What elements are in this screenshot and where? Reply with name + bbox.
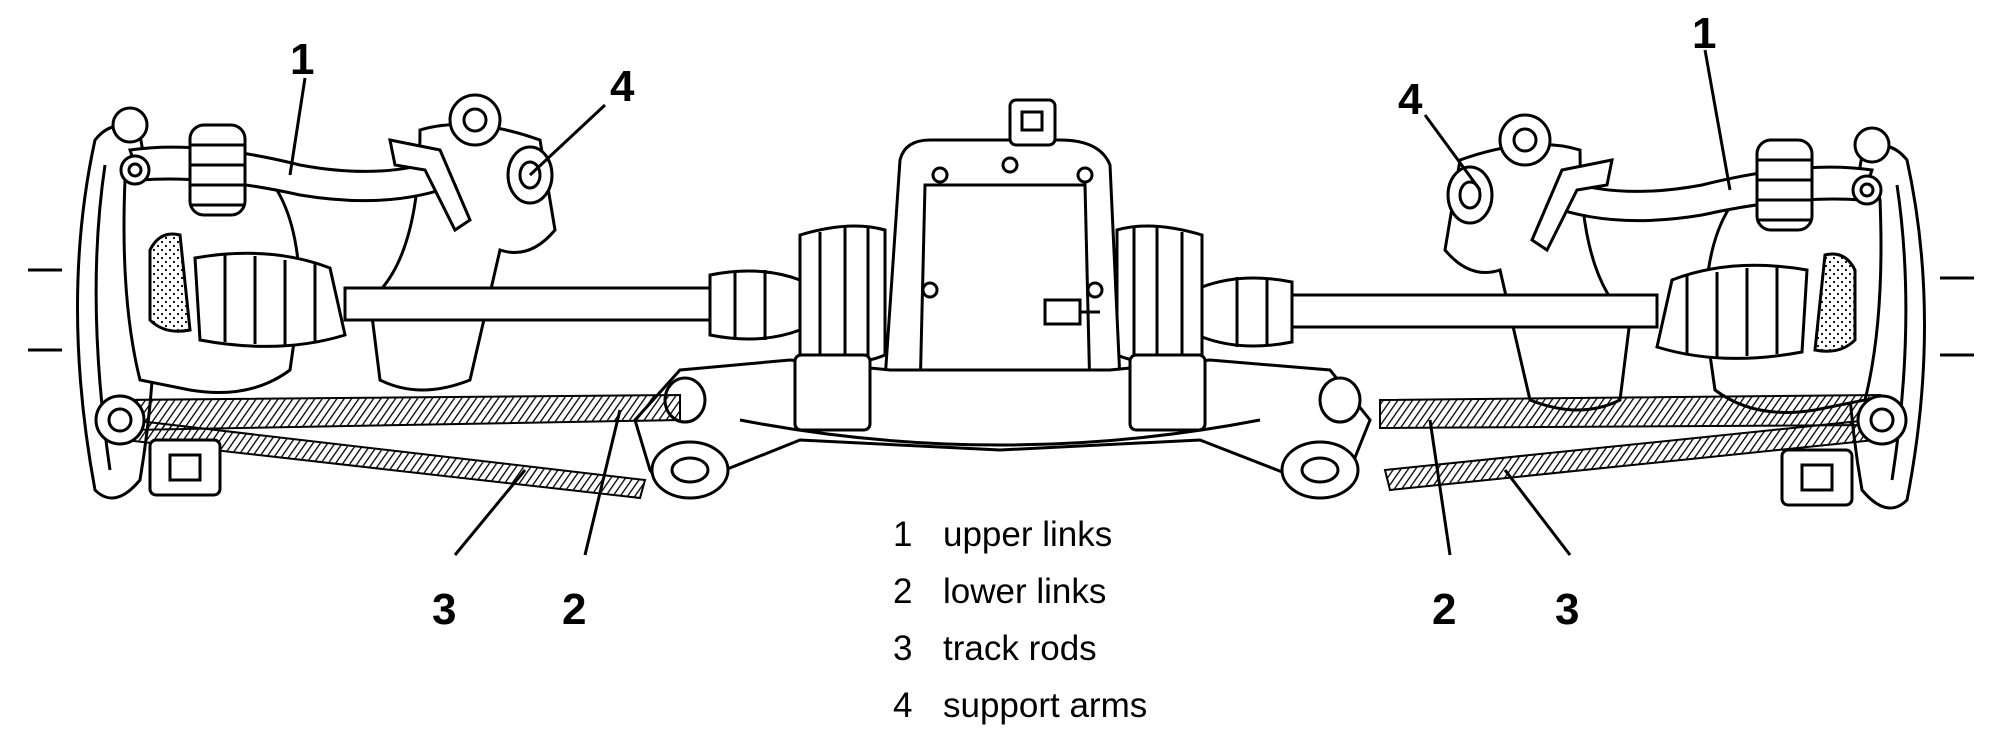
leader-lines <box>288 49 1732 556</box>
left-spring <box>188 123 247 217</box>
right-spring <box>1755 138 1814 232</box>
leader-left-lower-link <box>583 409 622 556</box>
legend-number: 2 <box>893 572 913 611</box>
legend-label: support arms <box>943 686 1148 725</box>
right-lower-link <box>1379 393 1882 430</box>
left-lower-bracket <box>94 394 222 497</box>
legend-label: upper links <box>943 515 1113 554</box>
leader-left-support-arm <box>528 103 607 177</box>
legend-number: 4 <box>893 686 913 725</box>
right-support-arm <box>1443 113 1632 412</box>
callout-left-support-arm: 4 <box>610 62 635 111</box>
left-drive-shaft <box>193 251 802 348</box>
legend-item: 3 track rods <box>893 629 1147 686</box>
legend-item: 2 lower links <box>893 572 1147 629</box>
legend-label: track rods <box>943 629 1097 668</box>
leader-right-upper-link <box>1703 49 1732 191</box>
legend-number: 3 <box>893 629 913 668</box>
leader-left-track-rod <box>453 469 527 556</box>
callout-right-lower-link: 2 <box>1432 585 1457 634</box>
legend-number: 1 <box>893 515 913 554</box>
right-lower-bracket <box>1780 394 1908 507</box>
legend-item: 1 upper links <box>893 515 1147 572</box>
leader-right-track-rod <box>1503 469 1572 556</box>
callout-right-upper-link: 1 <box>1692 9 1717 58</box>
legend-label: lower links <box>943 572 1107 611</box>
legend: 1 upper links 2 lower links 3 track rods… <box>893 515 1147 743</box>
callout-left-track-rod: 3 <box>432 585 457 634</box>
callout-right-support-arm: 4 <box>1398 75 1423 124</box>
right-drive-shaft <box>1200 263 1809 360</box>
left-lower-link <box>118 393 681 432</box>
callout-left-upper-link: 1 <box>290 35 315 84</box>
callout-left-lower-link: 2 <box>562 585 587 634</box>
subframe <box>633 353 1372 500</box>
leader-right-support-arm <box>1423 114 1482 191</box>
leader-left-upper-link <box>288 77 307 176</box>
callout-right-track-rod: 3 <box>1555 585 1580 634</box>
legend-item: 4 support arms <box>893 686 1147 743</box>
left-support-arm <box>368 93 557 392</box>
leader-right-lower-link <box>1428 419 1452 556</box>
